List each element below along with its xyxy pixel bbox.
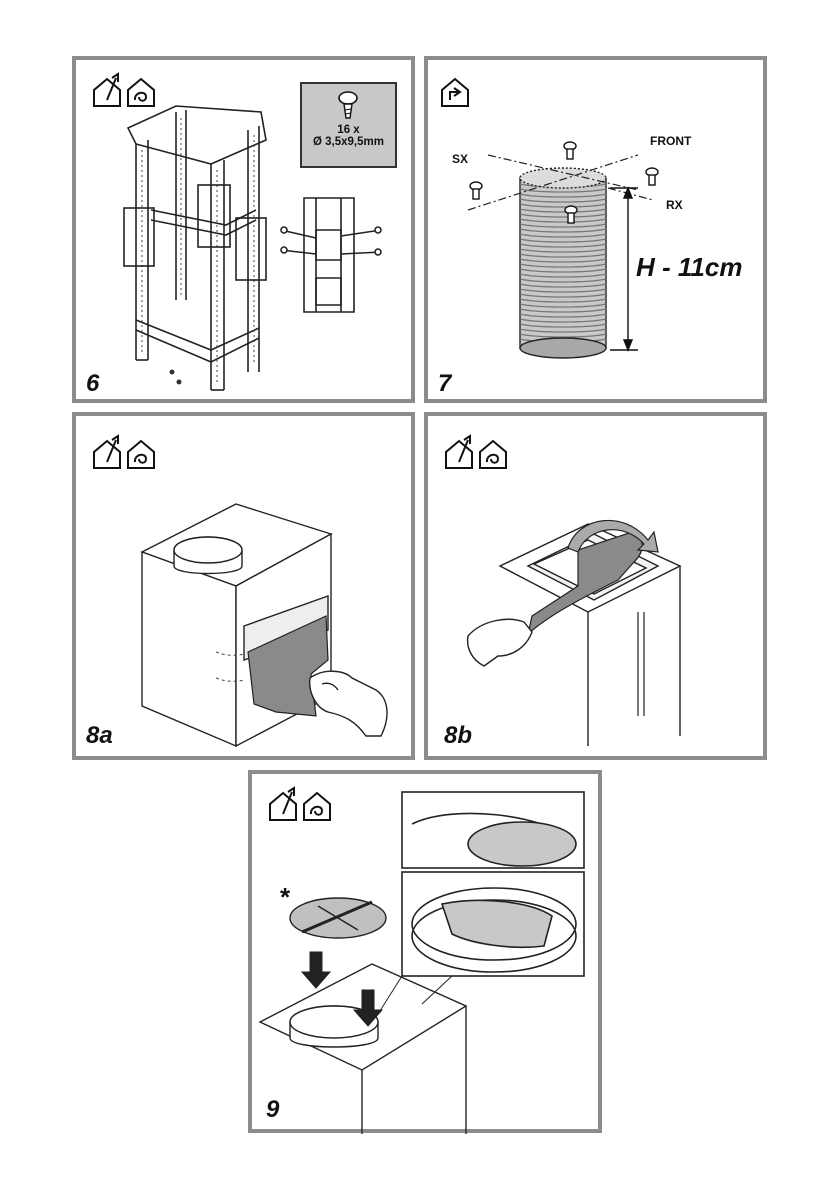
screw-quantity: 16 x xyxy=(302,124,395,136)
house-recirculation-icon xyxy=(128,441,154,468)
house-exhaust-icon xyxy=(270,788,296,820)
screw-size: Ø 3,5x9,5mm xyxy=(302,136,395,148)
step-number: 8a xyxy=(86,722,113,750)
tape-removal-front-illustration xyxy=(76,416,419,764)
hand xyxy=(310,671,387,736)
house-duct-connection-icon xyxy=(442,79,468,106)
label-rx: RX xyxy=(666,198,683,212)
height-label: H - 11cm xyxy=(636,252,742,283)
house-recirculation-icon xyxy=(128,79,154,106)
house-exhaust-icon xyxy=(446,436,472,468)
height-dimension xyxy=(610,188,638,350)
hand xyxy=(468,619,532,666)
house-exhaust-icon xyxy=(94,436,120,468)
house-recirculation-icon xyxy=(480,441,506,468)
label-sx: SX xyxy=(452,152,468,166)
screw-quantity-box: 16 x Ø 3,5x9,5mm xyxy=(300,82,397,168)
step-number: 8b xyxy=(444,722,472,750)
label-front: FRONT xyxy=(650,134,691,148)
panel-step-6: 16 x Ø 3,5x9,5mm 6 xyxy=(72,56,415,403)
panel-step-8a: 8a xyxy=(72,412,415,760)
filter-installation-illustration xyxy=(252,774,606,1137)
panel-step-8b: 8b xyxy=(424,412,767,760)
panel-step-7: FRONT SX RX H - 11cm 7 xyxy=(424,56,767,403)
house-recirculation-icon xyxy=(304,793,330,820)
tape-removal-top-illustration xyxy=(428,416,771,764)
duct xyxy=(520,168,606,358)
carbon-filter xyxy=(290,898,386,938)
detail-insets xyxy=(402,792,584,976)
panel-step-9: * 9 xyxy=(248,770,602,1133)
step-number: 9 xyxy=(266,1096,279,1124)
step-number: 7 xyxy=(438,370,451,398)
house-exhaust-icon xyxy=(94,74,120,106)
bracket-detail xyxy=(281,198,381,312)
step-number: 6 xyxy=(86,370,99,398)
asterisk-mark: * xyxy=(280,882,290,913)
flexible-duct-illustration xyxy=(428,60,771,407)
